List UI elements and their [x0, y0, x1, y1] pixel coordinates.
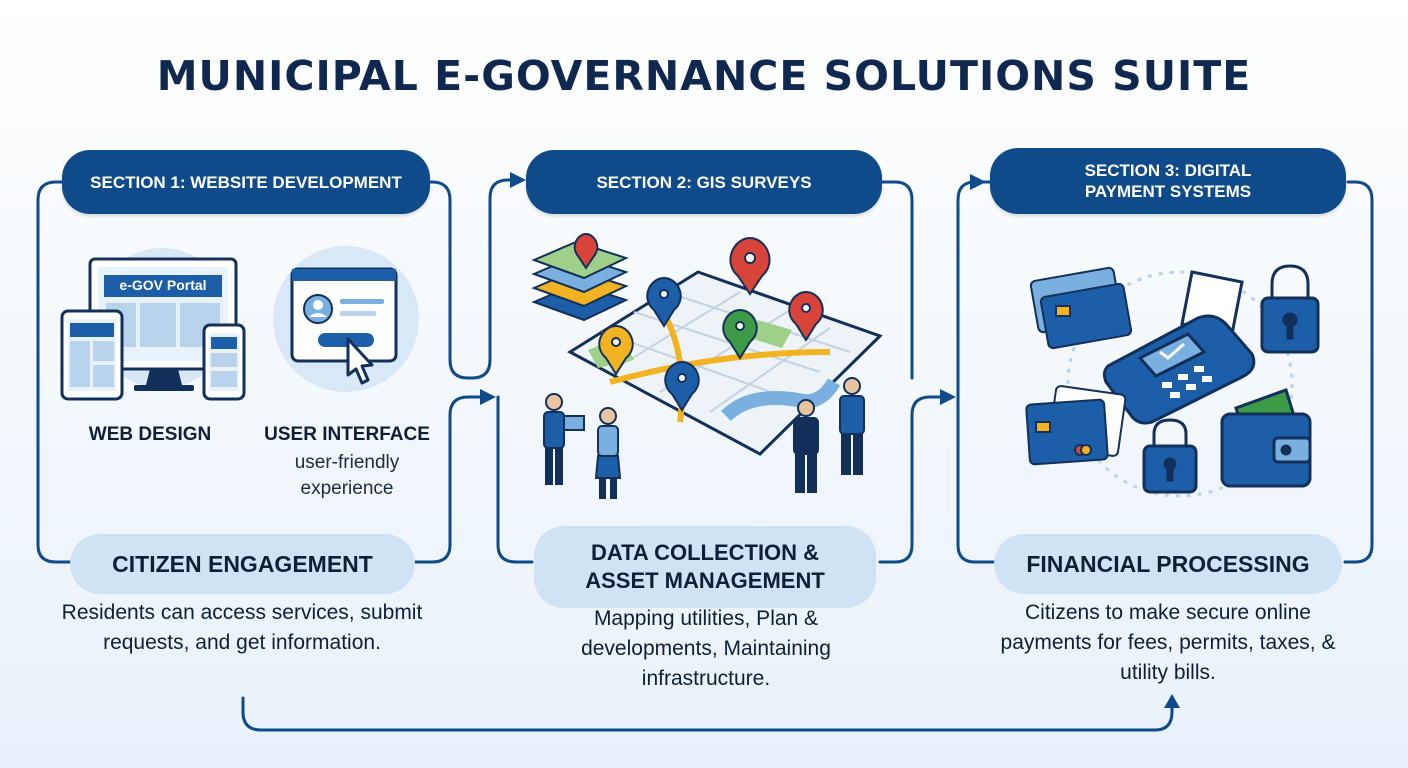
map-survey-icon	[531, 232, 883, 499]
user-interface-sublabel: user-friendly experience	[294, 452, 400, 499]
devices-icon	[60, 257, 246, 401]
section-3-description: Citizens to make secure online payments …	[1000, 601, 1336, 684]
user-interface-label: USER INTERFACE	[264, 424, 430, 445]
citizen-engagement-pill: CITIZEN ENGAGEMENT	[70, 534, 415, 594]
section-2-header: SECTION 2: GIS SURVEYS	[526, 150, 882, 214]
payment-terminal-icon	[1025, 264, 1320, 498]
section-3-header: SECTION 3: DIGITAL PAYMENT SYSTEMS	[990, 148, 1346, 214]
section-1-description: Residents can access services, submit re…	[61, 601, 423, 654]
ui-click-icon	[290, 267, 398, 385]
page-title: MUNICIPAL E-GOVERNANCE SOLUTIONS SUITE	[156, 52, 1252, 100]
portal-screen-text: e-GOV Portal	[119, 277, 207, 293]
web-design-label: WEB DESIGN	[88, 424, 212, 445]
financial-processing-pill: FINANCIAL PROCESSING	[994, 534, 1342, 594]
section-1-header: SECTION 1: WEBSITE DEVELOPMENT	[62, 150, 430, 214]
section-2-description: Mapping utilities, Plan & developments, …	[581, 607, 831, 690]
data-collection-pill: DATA COLLECTION & ASSET MANAGEMENT	[534, 526, 876, 608]
